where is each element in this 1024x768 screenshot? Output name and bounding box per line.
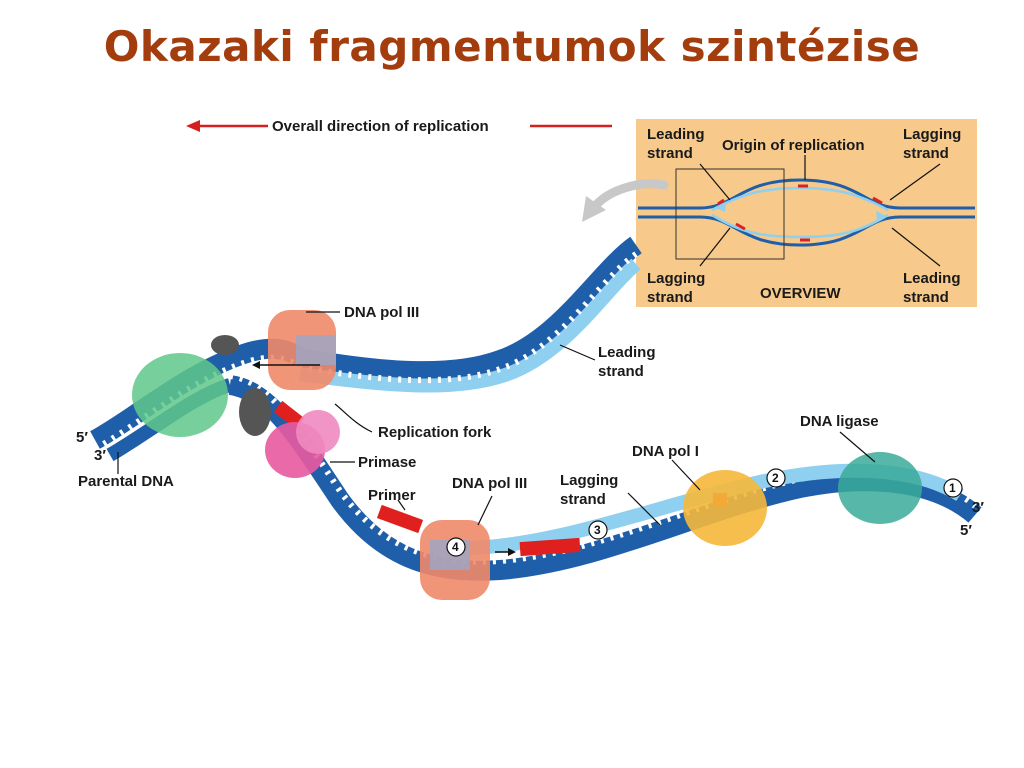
zoom-pointer-arrow — [582, 179, 669, 222]
replication-fork-label: Replication fork — [378, 424, 492, 441]
dna-pol-iii-bottom-label: DNA pol III — [452, 475, 527, 492]
step-1: 1 — [949, 481, 956, 495]
leading-strand-arm — [298, 236, 643, 393]
dna-pol-i — [683, 470, 767, 546]
dna-pol-iii-bottom — [420, 520, 490, 600]
single-strand-binding-proteins — [211, 335, 271, 436]
overview-origin-label: Origin of replication — [722, 137, 865, 154]
primer-label: Primer — [368, 487, 416, 504]
step-3: 3 — [594, 523, 601, 537]
dna-pol-iii-top-label: DNA pol III — [344, 304, 419, 321]
primase — [265, 410, 340, 478]
primase-label: Primase — [358, 454, 416, 471]
helicase — [132, 353, 228, 437]
dna-pol-iii-top — [268, 310, 336, 390]
step-4: 4 — [452, 540, 459, 554]
dna-ligase — [838, 452, 922, 524]
end-5-right: 5′ — [960, 522, 972, 539]
dna-pol-i-label: DNA pol I — [632, 443, 699, 460]
leader-lines — [117, 311, 876, 526]
overall-direction-arrow — [186, 120, 612, 132]
overview-caption: OVERVIEW — [760, 285, 841, 302]
end-3-left: 3′ — [94, 447, 106, 464]
step-2: 2 — [772, 471, 779, 485]
step-markers — [446, 468, 963, 557]
dna-ligase-label: DNA ligase — [800, 413, 879, 430]
overall-direction-label: Overall direction of replication — [272, 118, 489, 135]
parental-dna-label: Parental DNA — [78, 473, 174, 490]
end-5-left: 5′ — [76, 429, 88, 446]
slide-title: Okazaki fragmentumok szintézise — [103, 22, 921, 71]
overview-inset — [636, 119, 977, 307]
end-3-right: 3′ — [972, 499, 984, 516]
